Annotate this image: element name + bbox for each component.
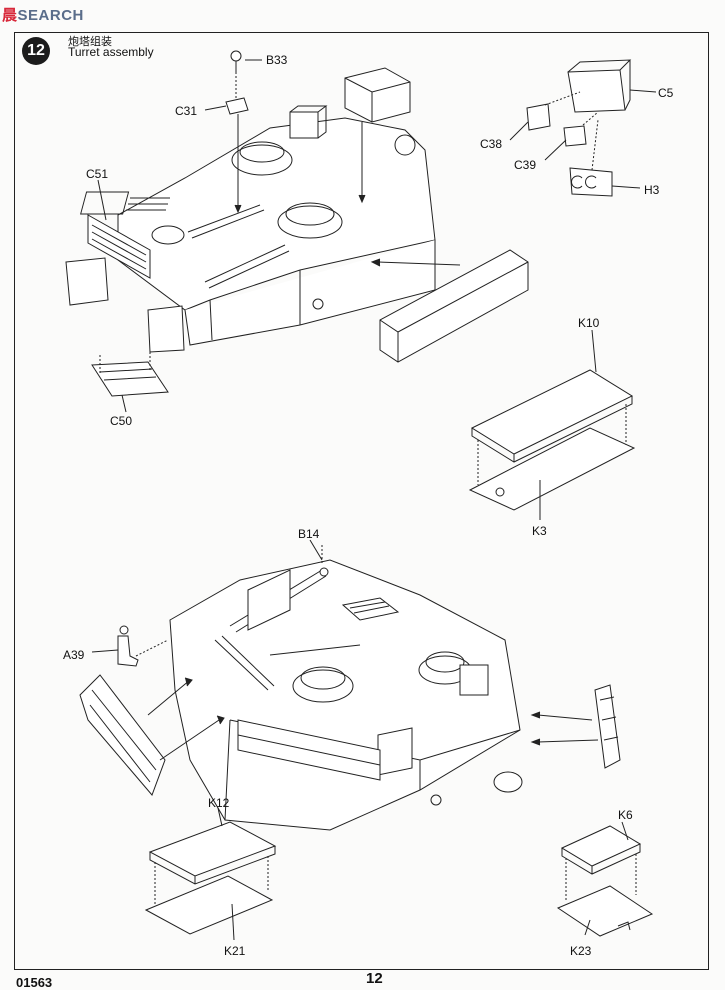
label-c5: C5 — [658, 86, 674, 100]
label-k3: K3 — [532, 524, 547, 538]
label-c31: C31 — [175, 104, 198, 118]
label-c51: C51 — [86, 167, 109, 181]
watermark-cn: 晨 — [2, 7, 18, 24]
label-k12: K12 — [208, 796, 230, 810]
watermark-en: SEARCH — [17, 7, 84, 24]
label-c39: C39 — [514, 158, 537, 172]
upper-turret-drawing — [65, 50, 632, 397]
label-k6: K6 — [618, 808, 633, 822]
watermark: 晨SEARCH — [2, 4, 84, 25]
label-k10: K10 — [578, 316, 600, 330]
step-title-cn: 炮塔组装 — [68, 36, 112, 48]
label-b14: B14 — [298, 527, 320, 541]
step-title-en: Turret assembly — [68, 45, 154, 59]
label-a39: A39 — [63, 648, 85, 662]
label-h3: H3 — [644, 183, 660, 197]
product-code: 01563 — [16, 975, 53, 990]
label-b33: B33 — [266, 53, 288, 67]
k10-k3-drawing — [468, 369, 636, 511]
leader-lines — [91, 59, 657, 941]
label-k21: K21 — [224, 944, 246, 958]
label-c50: C50 — [110, 414, 133, 428]
page-frame — [14, 32, 709, 970]
k12-k21-drawing — [144, 821, 277, 935]
k6-k23-drawing — [556, 825, 654, 937]
lower-turret-drawing — [79, 545, 621, 831]
page-number: 12 — [366, 970, 383, 987]
label-c38: C38 — [480, 137, 503, 151]
step-number-badge: 12 — [22, 37, 50, 65]
label-k23: K23 — [570, 944, 592, 958]
